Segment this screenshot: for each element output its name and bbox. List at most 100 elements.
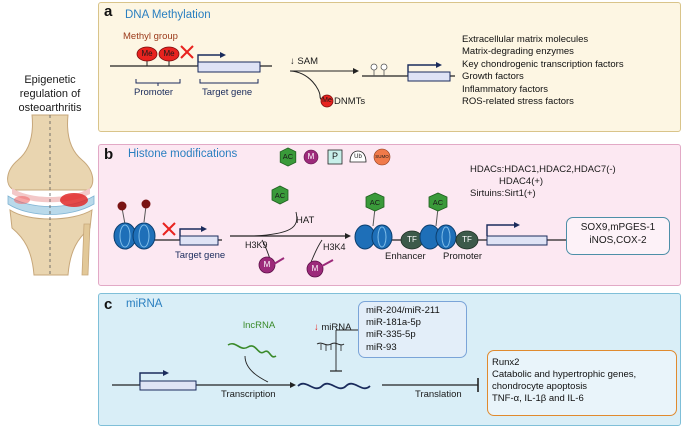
target-gene-box — [179, 235, 219, 246]
methyl-group-label: Methyl group — [123, 31, 178, 42]
panel-dna-methylation — [98, 2, 681, 132]
promoter-label: Promoter — [134, 87, 174, 98]
active-gene-box — [407, 71, 451, 82]
panel-c-title: miRNA — [126, 298, 163, 310]
legend-ub-label: Ub — [354, 154, 362, 160]
panel-c-letter: c — [104, 296, 113, 313]
knee-joint-illustration — [7, 114, 95, 276]
outcome-item: Catabolic and hypertrophic genes, — [492, 369, 637, 380]
h3k4-label: H3K4 — [323, 242, 346, 252]
sam-text: SAM — [297, 56, 318, 67]
legend-m-label: M — [307, 152, 315, 161]
active-gene-box — [486, 235, 548, 246]
panel-b-letter: b — [104, 146, 114, 163]
mirna-item: miR-93 — [366, 341, 397, 353]
sumo-legend-icon — [373, 148, 391, 166]
transcription-label: Transcription — [221, 389, 276, 400]
lncrna-icon — [227, 343, 277, 358]
tf-label-1: TF — [407, 235, 417, 244]
target-gene-label: Target gene — [202, 87, 253, 98]
factor-item: Matrix-degrading enzymes — [462, 46, 574, 58]
dnmts-label: DNMTs — [334, 96, 366, 107]
mrna-icon — [297, 382, 371, 390]
ac-icon — [271, 185, 289, 205]
histone-targets-line2: iNOS,COX-2 — [589, 235, 647, 246]
factor-item: Key chondrogenic transcription factors — [462, 58, 624, 70]
mirna-label: ↓ miRNA — [314, 322, 351, 333]
methyl-group-icon — [136, 46, 158, 62]
histone-target-box — [566, 217, 670, 255]
p-legend-icon — [327, 149, 343, 165]
mirna-item: miR-204/miR-211 — [366, 305, 440, 316]
side-title-line1: Epigenetic — [24, 74, 76, 86]
mirna-outcomes: Runx2 Catabolic and hypertrophic genes, … — [492, 357, 636, 405]
gene-box — [139, 380, 197, 391]
side-title: Epigenetic regulation of osteoarthritis — [4, 73, 96, 115]
mirna-list-box — [358, 301, 467, 358]
factor-item: Extracellular matrix molecules — [462, 34, 589, 45]
lncrna-label: lncRNA — [243, 320, 276, 331]
m-icon — [306, 260, 324, 278]
mirna-outcome-box — [487, 350, 677, 416]
sam-down-arrow: ↓ — [290, 56, 298, 67]
outcome-item: TNF-α, IL-1β and IL-6 — [492, 393, 584, 404]
hat-ac-label: AC — [274, 191, 286, 200]
legend-ac-label: AC — [282, 152, 294, 161]
side-title-line3: osteoarthritis — [18, 102, 82, 114]
m-label-1: M — [263, 260, 271, 269]
h3k9-label: H3K9 — [245, 240, 268, 250]
ac-label-1: AC — [369, 198, 381, 207]
m-icon — [258, 256, 276, 274]
mirna-list: miR-204/miR-211 miR-181a-5p miR-335-5p m… — [366, 305, 440, 354]
sam-label: ↓ SAM — [290, 56, 318, 67]
methyl-group-icon — [158, 46, 180, 62]
target-gene-label-b: Target gene — [175, 250, 226, 261]
legend-p-label: P — [331, 151, 338, 161]
histone-targets-line1: SOX9,mPGES-1 — [580, 222, 656, 233]
mirna-down-arrow: ↓ — [314, 322, 319, 333]
tf-promoter-icon — [455, 230, 479, 250]
factor-item: Growth factors — [462, 71, 524, 83]
ac-label-2: AC — [432, 198, 444, 207]
factor-item: ROS-related stress factors — [462, 96, 574, 108]
tf-label-2: TF — [462, 235, 472, 244]
methylation-factor-list: Extracellular matrix molecules Matrix-de… — [462, 34, 624, 108]
dnmt-methyl-icon — [320, 94, 334, 108]
nucleosome-icon — [371, 224, 393, 250]
promoter-label-b: Promoter — [443, 251, 483, 262]
enhancer-label: Enhancer — [385, 251, 426, 262]
hat-label: HAT — [296, 215, 315, 226]
histone-targets: SOX9,mPGES-1 iNOS,COX-2 — [566, 221, 670, 247]
outcome-item: Runx2 — [492, 357, 520, 368]
hdacs-text: HDACs:HDAC1,HDAC2,HDAC7(-) HDAC4(+) Sirt… — [470, 164, 616, 200]
me-label-1: Me — [141, 49, 153, 58]
ac-icon — [365, 192, 385, 212]
nucleosome-icon — [435, 224, 457, 250]
ac-legend-icon — [279, 147, 297, 167]
sirtuins-line: Sirtuins:Sirt1(+) — [470, 188, 536, 199]
panel-a-title: DNA Methylation — [125, 9, 211, 21]
panel-b-title: Histone modifications — [128, 148, 238, 160]
m-label-2: M — [311, 264, 319, 273]
translation-label: Translation — [415, 389, 462, 400]
factor-item: Inflammatory factors — [462, 83, 549, 95]
panel-histone-modifications — [98, 144, 681, 286]
target-gene-box — [197, 61, 261, 73]
hdacs-line1: HDACs:HDAC1,HDAC2,HDAC7(-) — [470, 164, 616, 175]
outcome-item: chondrocyte apoptosis — [492, 381, 588, 392]
panel-a-letter: a — [104, 3, 113, 20]
nucleosome-icon — [132, 222, 156, 250]
me-label-dnmt: Me — [322, 97, 332, 104]
side-title-line2: regulation of — [19, 88, 81, 100]
legend-sumo-label: SUMO — [375, 154, 389, 159]
ub-legend-icon — [349, 150, 367, 163]
mirna-text: miRNA — [321, 322, 352, 333]
m-legend-icon — [303, 149, 319, 165]
ac-icon — [428, 192, 448, 212]
mirna-item: miR-335-5p — [366, 329, 416, 341]
hdacs-line2: HDAC4(+) — [499, 176, 544, 187]
mirna-item: miR-181a-5p — [366, 317, 421, 329]
